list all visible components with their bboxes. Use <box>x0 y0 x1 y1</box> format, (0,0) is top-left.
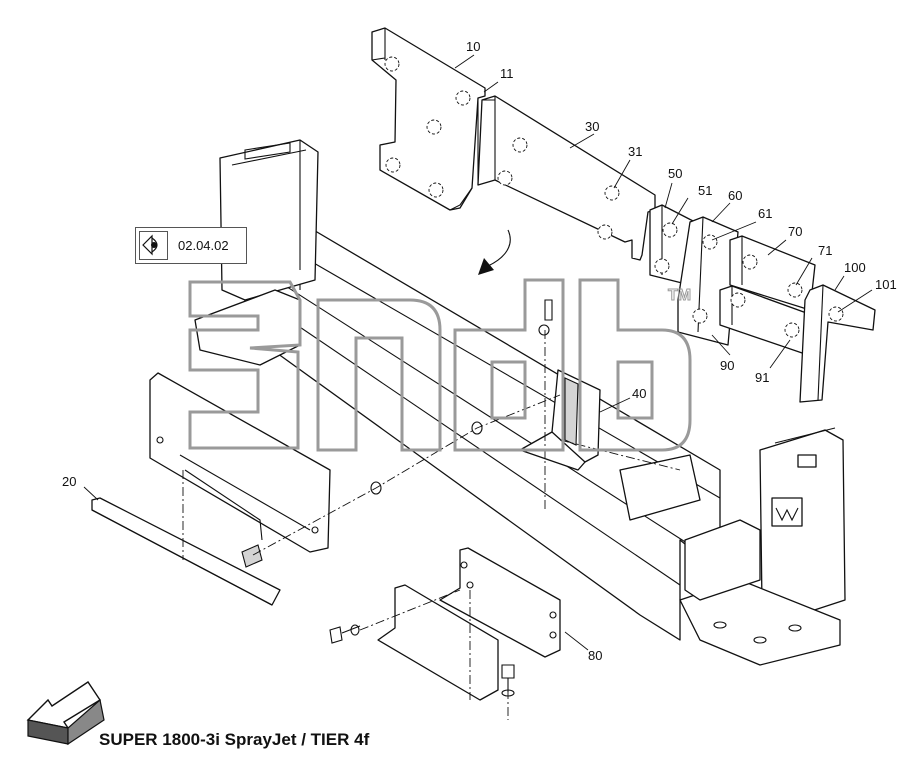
label-90: 90 <box>720 358 734 373</box>
label-101: 101 <box>875 277 897 292</box>
label-11: 11 <box>500 66 514 81</box>
plate-30 <box>477 95 656 261</box>
watermark-logo: TM <box>188 278 692 452</box>
label-31: 31 <box>628 144 642 159</box>
label-20: 20 <box>62 474 76 489</box>
label-30: 30 <box>585 119 599 134</box>
direction-arrow-icon <box>26 681 105 746</box>
label-10: 10 <box>466 39 480 54</box>
label-100: 100 <box>844 260 866 275</box>
bracket-80 <box>377 547 561 701</box>
label-50: 50 <box>668 166 682 181</box>
label-91: 91 <box>755 370 769 385</box>
label-80: 80 <box>588 648 602 663</box>
label-61: 61 <box>758 206 772 221</box>
watermark-tm: TM <box>668 287 691 304</box>
label-40: 40 <box>632 386 646 401</box>
rotation-arrow <box>478 229 511 275</box>
fasteners <box>241 299 553 697</box>
part-labels: 10 11 30 31 50 51 60 61 70 71 100 101 40… <box>62 39 897 663</box>
label-60: 60 <box>728 188 742 203</box>
strip-20 <box>91 497 281 606</box>
page-title: SUPER 1800-3i SprayJet / TIER 4f <box>99 730 370 749</box>
plate-70 <box>729 235 816 311</box>
label-71: 71 <box>818 243 832 258</box>
label-51: 51 <box>698 183 712 198</box>
plate-10 <box>371 27 486 211</box>
left-panel <box>149 372 331 553</box>
reference-box[interactable]: 02.04.02 <box>135 227 247 264</box>
assembly-lines <box>182 330 681 720</box>
label-70: 70 <box>788 224 802 239</box>
reference-code: 02.04.02 <box>178 238 229 253</box>
eye-icon <box>139 231 168 260</box>
plate-100 <box>799 284 876 403</box>
